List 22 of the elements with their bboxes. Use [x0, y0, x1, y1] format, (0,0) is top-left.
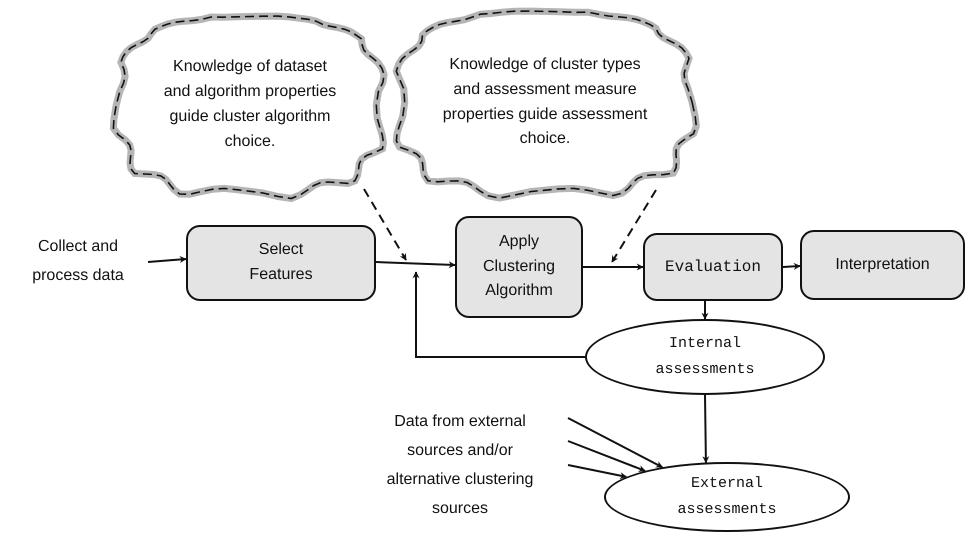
process-box: Evaluation — [643, 233, 783, 301]
process-box: Apply Clustering Algorithm — [455, 216, 583, 318]
assessment-ellipse: Internal assessments — [585, 319, 825, 395]
input-text: Collect and process data — [8, 228, 148, 296]
arrow — [583, 264, 644, 270]
process-box: Select Features — [186, 225, 376, 301]
arrow — [568, 440, 646, 472]
assessment-ellipse: External assessments — [604, 462, 850, 532]
arrow — [412, 271, 585, 358]
cloud-text: Knowledge of cluster types and assessment measure properties guide assessment choice. — [442, 54, 648, 150]
cloud-text: Knowledge of dataset and algorithm properties guide cluster algorithm choice. — [162, 57, 338, 152]
input-text: Data from external sources and/or alternative clustering sources — [352, 405, 568, 527]
dashed-arrow — [611, 189, 657, 263]
arrow — [702, 394, 710, 464]
dashed-arrow — [363, 188, 407, 261]
arrow — [376, 261, 456, 268]
arrow — [782, 262, 801, 270]
arrow — [702, 301, 708, 320]
process-box: Interpretation — [800, 230, 965, 300]
arrow — [148, 256, 187, 263]
arrow — [568, 464, 628, 480]
arrow — [568, 417, 663, 468]
